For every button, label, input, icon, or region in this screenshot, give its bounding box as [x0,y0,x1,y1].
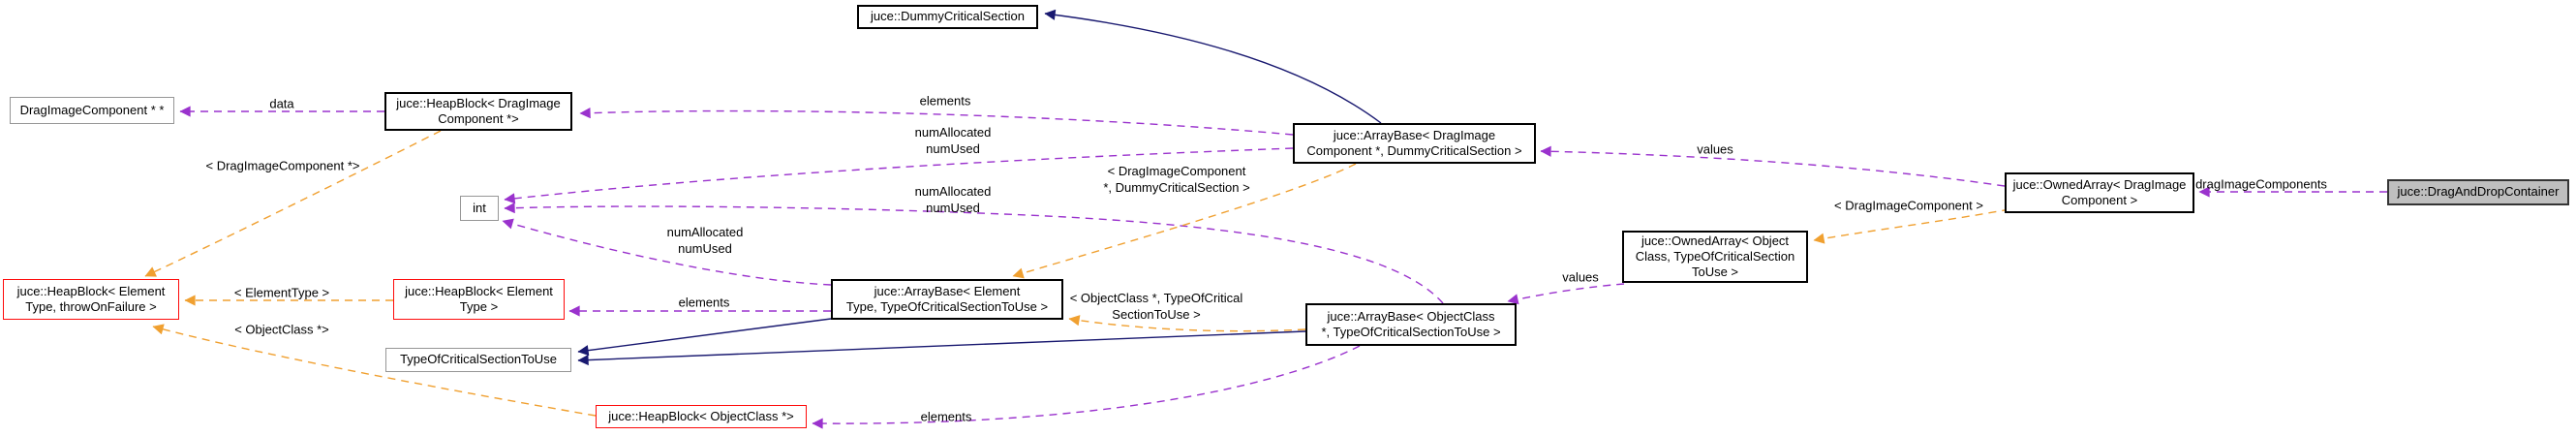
edge-inherit-dummycriticalsection [1044,9,1382,124]
node-heapblock-elementtype[interactable]: juce::HeapBlock< Element Type > [393,279,565,320]
node-dragimagecomponent-ptr-ptr: DragImageComponent * * [10,97,174,124]
edge-template-heapblock-objectclass [152,324,597,417]
edge-elements-objectclass [812,345,1361,429]
edge-numallocated-elementtype [502,218,832,286]
edge-template-arraybase-dragimage [1012,163,1357,279]
edge-label-elements-mid: elements [678,295,730,310]
edge-label-template-objectclass-typeof: < ObjectClass *, TypeOfCritical SectionT… [1069,291,1243,322]
edge-label-template-dragimage-dummy: < DragImageComponent *, DummyCriticalSec… [1103,164,1250,195]
edge-label-data: data [269,96,294,111]
node-ownedarray-objectclass[interactable]: juce::OwnedArray< Object Class, TypeOfCr… [1622,231,1808,283]
node-draganddropcontainer: juce::DragAndDropContainer [2387,179,2569,205]
node-int: int [460,196,499,221]
edge-values-objectclass [1507,283,1625,305]
edge-label-dragimagecomponents: dragImageComponents [2195,176,2327,192]
edge-values-dragimage [1540,145,2006,187]
node-heapblock-elementtype-throwonfailure[interactable]: juce::HeapBlock< Element Type, throwOnFa… [3,279,179,320]
edge-template-ownedarray-dragimage [1813,208,2010,244]
node-arraybase-elementtype[interactable]: juce::ArrayBase< Element Type, TypeOfCri… [831,279,1063,320]
edge-numallocated-objectclass [504,202,1444,304]
node-heapblock-dragimagecomponent[interactable]: juce::HeapBlock< DragImage Component *> [384,92,572,131]
edge-label-numallocated-a: numAllocated numUsed [914,125,992,156]
edge-label-values-top: values [1697,141,1733,157]
edge-label-numallocated-b: numAllocated numUsed [914,184,992,215]
edge-inherit-typeofcs-from-objectclass [577,330,1306,366]
edge-numallocated-dragimage [504,147,1294,204]
edge-template-heapblock-dragimage [144,130,442,277]
node-arraybase-dragimagecomponent[interactable]: juce::ArrayBase< DragImage Component *, … [1293,123,1536,164]
node-ownedarray-dragimagecomponent[interactable]: juce::OwnedArray< DragImage Component > [2005,172,2194,213]
edge-label-template-objectclass-ptr: < ObjectClass *> [234,322,329,337]
edge-label-elements-bottom: elements [920,409,972,424]
edge-label-template-dragimagecomponent: < DragImageComponent > [1834,198,1983,213]
node-dummycriticalsection[interactable]: juce::DummyCriticalSection [857,5,1038,29]
edge-elements-dragimage [579,108,1294,136]
node-typeofcriticalsectiontouse: TypeOfCriticalSectionToUse [385,348,571,372]
edge-inherit-typeofcs-from-element [577,318,832,357]
edge-label-template-elementtype: < ElementType > [233,285,330,300]
node-arraybase-objectclass[interactable]: juce::ArrayBase< ObjectClass *, TypeOfCr… [1305,303,1517,346]
edge-label-values-bottom: values [1562,269,1599,285]
edge-label-template-dragimagecomponent-ptr: < DragImageComponent *> [205,158,360,173]
edge-label-elements-top: elements [919,93,971,109]
edge-label-numallocated-c: numAllocated numUsed [666,225,744,256]
node-heapblock-objectclass[interactable]: juce::HeapBlock< ObjectClass *> [596,405,807,428]
